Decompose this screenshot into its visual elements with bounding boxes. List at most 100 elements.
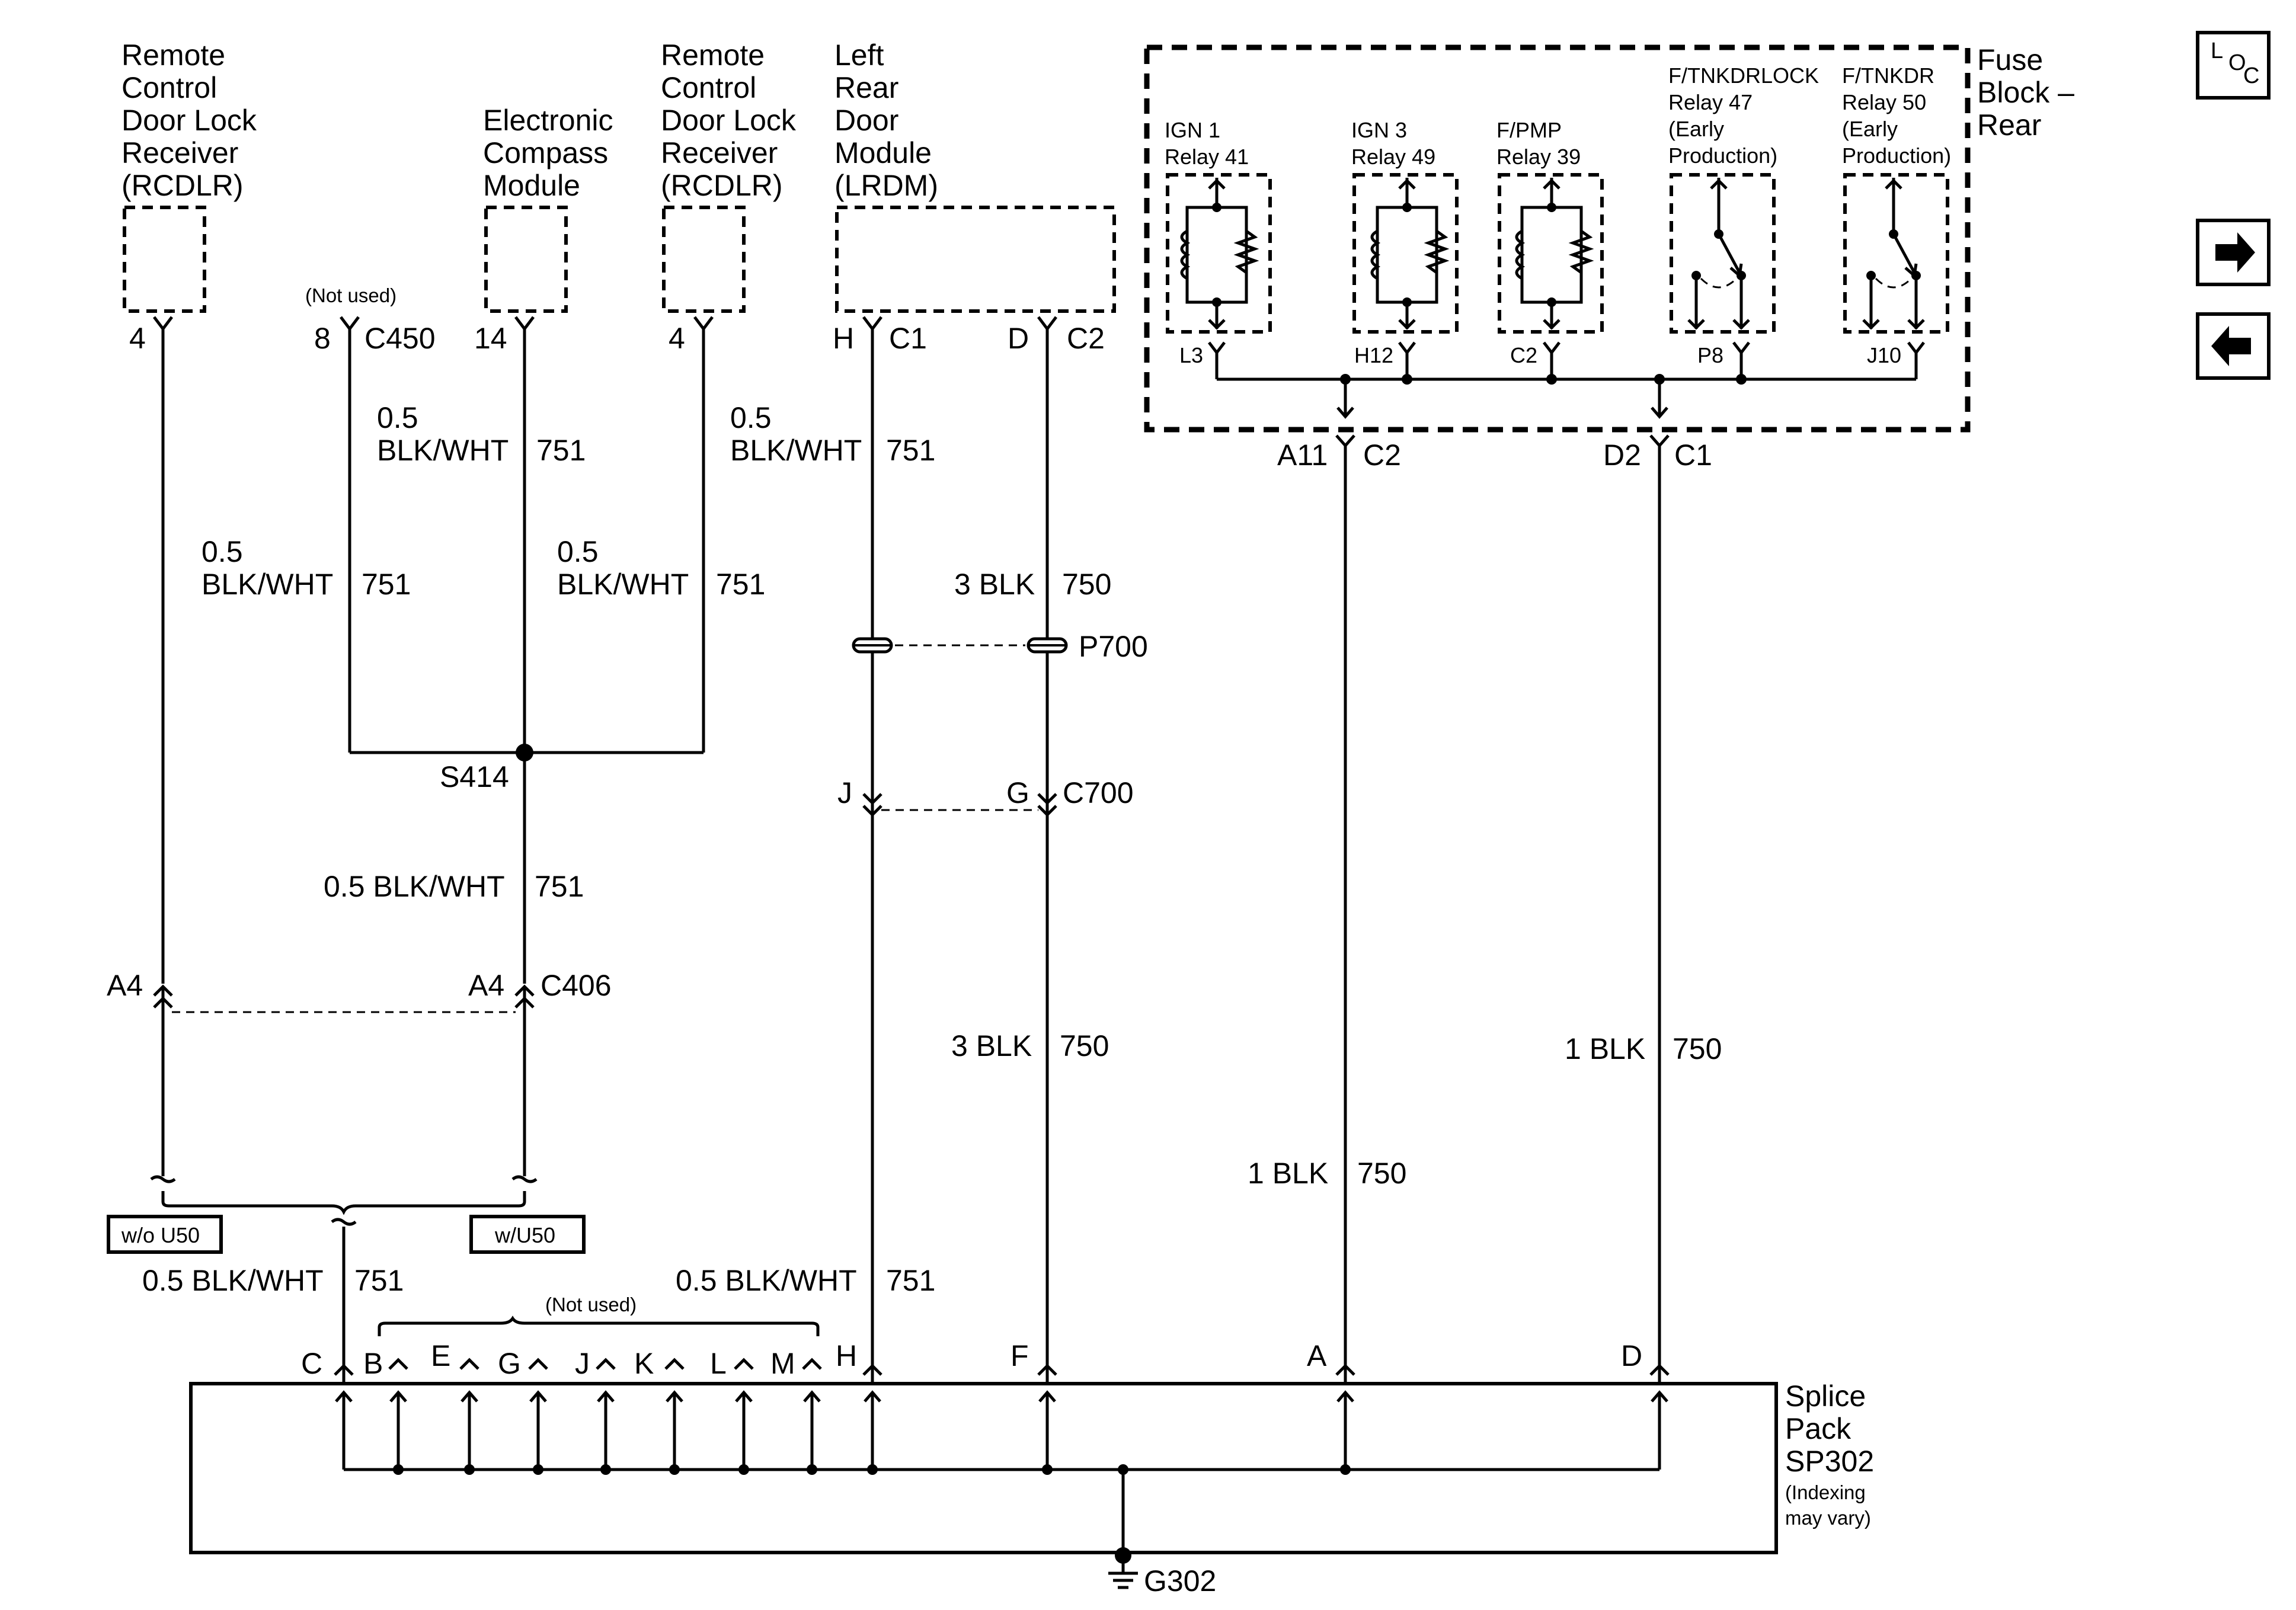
not-used-c450: (Not used) (305, 284, 396, 306)
wire-label-1blk: 1 BLK (1565, 1032, 1645, 1065)
option-brace (150, 1175, 538, 1226)
pin-lrdm-d: D (1008, 322, 1029, 355)
not-used-brace (378, 1315, 820, 1336)
option-w-u50-box (469, 1215, 586, 1254)
connector-fb-c1: C1 (1674, 438, 1712, 472)
left-arrow-icon (2211, 326, 2251, 366)
pin-c450-8: 8 (314, 322, 331, 355)
wire-label-size: 0.5 (557, 535, 599, 568)
relay-ftnkdr-pin: J10 (1867, 343, 1901, 367)
splice-pin-c: C (301, 1347, 322, 1380)
wire-label-color: BLK/WHT (202, 568, 333, 601)
forward-button[interactable] (2196, 219, 2271, 286)
loc-icon-l: L (2211, 39, 2223, 63)
label-g302: G302 (1144, 1564, 1216, 1598)
fuse-block-line-2: Block – (1977, 76, 2074, 109)
relay-ign3-pin: H12 (1354, 343, 1393, 367)
splice-pin-f: F (1011, 1339, 1029, 1372)
splice-pack-line-1: Splice (1785, 1379, 1866, 1413)
rcdlr-right-line-5: (RCDLR) (661, 169, 783, 202)
splice-pin-j: J (575, 1347, 590, 1380)
lrdm-line-5: (LRDM) (834, 169, 938, 202)
relay-ftnkdr-line-4: Production) (1842, 143, 1951, 168)
not-used-splice: (Not used) (545, 1294, 637, 1315)
wire-label-color: BLK/WHT (377, 434, 509, 467)
rcdlr-left-line-4: Receiver (121, 136, 238, 169)
wire-label-circuit: 751 (716, 568, 765, 601)
back-button[interactable] (2196, 312, 2271, 380)
wire-label-circuit: 751 (536, 434, 586, 467)
splice-pin-k: K (634, 1347, 654, 1380)
lrdm-line-3: Door (834, 104, 898, 137)
splice-nodes (393, 1464, 1351, 1475)
compass-line-1: Electronic (483, 104, 613, 137)
pin-lrdm-h: H (833, 322, 854, 355)
wire-label-circuit: 751 (886, 1264, 935, 1297)
wire-label-3blk: 3 BLK (954, 568, 1035, 601)
relay-fpmp: F/PMP Relay 39 C2 (1496, 118, 1604, 367)
wire-label-circuit: 750 (1673, 1032, 1722, 1065)
c406-terminals (153, 984, 535, 1019)
option-wo-u50: w/o U50 (121, 1223, 200, 1247)
wire-label-full: 0.5 BLK/WHT (676, 1264, 857, 1297)
wire-label-circuit: 751 (362, 568, 411, 601)
relay-ign3: IGN 3 Relay 49 H12 (1351, 118, 1459, 367)
label-c406: C406 (541, 969, 612, 1002)
label-c406-a4-left: A4 (107, 969, 143, 1002)
rcdlr-right: Remote Control Door Lock Receiver (RCDLR… (661, 39, 797, 313)
splice-pack-box (189, 1382, 1778, 1554)
splice-pack-note-1: (Indexing (1785, 1481, 1866, 1503)
loc-button[interactable]: L O C (2196, 31, 2271, 100)
rcdlr-left-line-2: Control (121, 71, 217, 104)
fuse-block-line-3: Rear (1977, 108, 2041, 142)
pin-fb-d2: D2 (1603, 438, 1641, 472)
relay-ftnkdrlock-line-4: Production) (1668, 143, 1777, 168)
relay-ftnkdrlock-line-1: F/TNKDRLOCK (1668, 63, 1819, 88)
ground-g302: G302 (1108, 1547, 1216, 1598)
connector-c450: C450 (364, 322, 436, 355)
wire-label-circuit: 750 (1357, 1157, 1406, 1190)
relay-ign1: IGN 1 Relay 41 L3 (1165, 118, 1272, 367)
rcdlr-right-line-2: Control (661, 71, 756, 104)
splice-pin-g: G (498, 1347, 521, 1380)
relay-ftnkdrlock: F/TNKDRLOCK Relay 47 (Early Production) … (1668, 63, 1819, 367)
rcdlr-left-box (123, 206, 206, 313)
rcdlr-left-line-1: Remote (121, 39, 225, 72)
fuse-block-bus (1208, 341, 1925, 419)
option-wo-u50-box (107, 1215, 223, 1254)
label-c700: C700 (1063, 776, 1134, 809)
wires-lrdm (871, 329, 1049, 1384)
label-p700: P700 (1079, 630, 1148, 663)
relay-ign3-line-1: IGN 3 (1351, 118, 1407, 142)
splice-s414 (516, 744, 533, 761)
bus-node (1402, 374, 1412, 385)
splice-pin-a: A (1307, 1339, 1327, 1372)
fuse-block-line-1: Fuse (1977, 43, 2043, 76)
wire-label-circuit: 751 (535, 870, 584, 903)
relay-ftnkdrlock-pin: P8 (1697, 343, 1723, 367)
rcdlr-left-line-3: Door Lock (121, 104, 257, 137)
relay-ign1-line-2: Relay 41 (1165, 145, 1249, 169)
wire-label-1blk: 1 BLK (1248, 1157, 1328, 1190)
connector-fb-c2: C2 (1363, 438, 1401, 472)
fuse-block-outputs (1335, 434, 1670, 1384)
bus-node (1654, 374, 1665, 385)
wire-label-size: 0.5 (730, 401, 772, 434)
pin-rcdlr-right: 4 (669, 322, 685, 355)
connector-lrdm-c2: C2 (1067, 322, 1105, 355)
wire-label-circuit: 750 (1062, 568, 1111, 601)
label-c406-a4-right: A4 (468, 969, 504, 1002)
label-c700-g: G (1006, 776, 1029, 809)
relay-fpmp-pin: C2 (1510, 343, 1537, 367)
splice-pin-l: L (710, 1347, 727, 1380)
compass-line-2: Compass (483, 136, 608, 169)
splice-pack-line-2: Pack (1785, 1412, 1851, 1445)
rcdlr-right-box (662, 206, 746, 313)
rcdlr-right-line-4: Receiver (661, 136, 778, 169)
lrdm-box (835, 206, 1116, 313)
bus-node (1546, 374, 1557, 385)
lrdm: Left Rear Door Module (LRDM) (834, 39, 1116, 313)
relay-ftnkdr-line-1: F/TNKDR (1842, 63, 1934, 88)
splice-pin-e: E (431, 1339, 450, 1372)
splice-pin-b: B (363, 1347, 383, 1380)
